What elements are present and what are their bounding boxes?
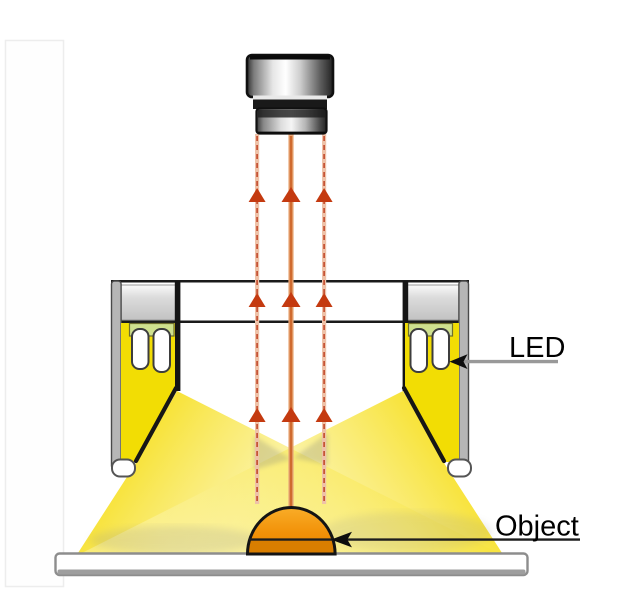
camera-rays <box>248 134 333 507</box>
floor-shadow-right <box>323 512 493 552</box>
led-arrow-icon <box>449 354 468 369</box>
ring-light-mount-right <box>405 284 462 321</box>
housing-foot-right <box>447 458 472 478</box>
housing-outer-wall-left <box>110 280 122 470</box>
ray-arrow-icon <box>315 188 333 202</box>
ray-arrow-icon <box>315 293 333 307</box>
housing-edge-right <box>401 385 447 464</box>
led-bulb-icon <box>152 328 171 373</box>
camera-mount <box>253 99 327 109</box>
led-bulb-icon <box>131 328 150 370</box>
camera-lens-ring <box>258 110 325 118</box>
beam-overlap-shadow <box>90 433 493 554</box>
camera-body <box>245 53 335 99</box>
floor-shadow-left <box>90 526 260 554</box>
ray-arrow-icon <box>315 408 333 422</box>
object-arrow-icon <box>331 531 352 548</box>
led-bulb-icon <box>431 328 450 370</box>
led-bulb-icon <box>409 328 428 373</box>
ray-arrow-icon <box>248 188 266 202</box>
housing-inner-wall-left <box>174 281 181 391</box>
object-label: Object <box>495 511 579 543</box>
ray-arrow-icon <box>248 293 266 307</box>
housing-edge-left <box>133 385 179 464</box>
ray-arrow-icon <box>281 292 301 307</box>
camera <box>245 53 335 135</box>
table-shadow-edge <box>57 569 526 575</box>
camera-mount-gap <box>253 95 327 100</box>
housing-outer-wall-right <box>458 280 470 470</box>
stage-table <box>54 552 529 577</box>
led-housings <box>110 280 472 478</box>
object-base-band <box>247 541 336 554</box>
housing-foot-left <box>111 458 136 478</box>
ray-arrow-icon <box>281 407 301 422</box>
beam-shadow-right <box>293 433 328 465</box>
ring-light-mount-left <box>118 284 177 321</box>
ray-arrow-icon <box>248 408 266 422</box>
beam-shadow-left <box>254 436 291 470</box>
ray-arrow-icon <box>281 187 301 202</box>
callouts: LED Object <box>249 332 580 548</box>
led-label: LED <box>509 332 565 364</box>
background-frame <box>4 39 65 588</box>
